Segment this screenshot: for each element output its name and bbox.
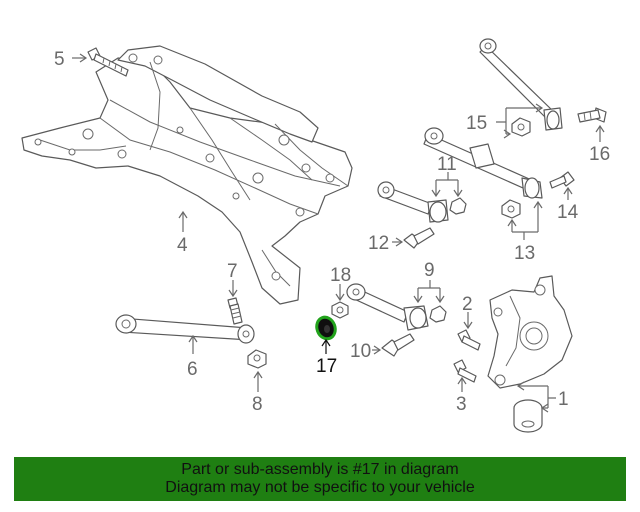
leader-lines — [72, 53, 605, 413]
bolt-2 — [457, 329, 481, 351]
parts-diagram: 1 2 3 4 5 6 7 8 9 10 11 12 13 14 15 16 1… — [21, 38, 610, 433]
callout-2: 2 — [462, 294, 473, 315]
callout-12: 12 — [368, 233, 389, 254]
knuckle — [487, 275, 573, 389]
callout-labels: 1 2 3 4 5 6 7 8 9 10 11 12 13 14 15 16 1… — [54, 49, 610, 415]
bushing-17-highlighted — [315, 315, 337, 341]
callout-10: 10 — [350, 341, 371, 362]
subframe-crossmember — [21, 45, 353, 305]
callout-9: 9 — [424, 260, 435, 281]
callout-15: 15 — [466, 113, 487, 134]
upper-link-11 — [377, 181, 467, 223]
callout-13: 13 — [514, 243, 535, 264]
callout-14: 14 — [557, 202, 579, 223]
callout-16: 16 — [589, 144, 610, 165]
bolt-7 — [227, 297, 243, 325]
bolt-3 — [453, 359, 477, 383]
nut-13 — [501, 199, 521, 219]
nut-8 — [247, 349, 267, 369]
nut-18 — [331, 301, 349, 319]
bolt-12 — [403, 227, 435, 249]
callout-4: 4 — [177, 235, 188, 256]
callout-6: 6 — [187, 359, 198, 380]
callout-17: 17 — [316, 356, 337, 377]
callout-3: 3 — [456, 394, 467, 415]
trailing-arm — [423, 127, 543, 199]
bolt-16 — [577, 107, 607, 123]
bushing-1 — [513, 399, 543, 433]
callout-18: 18 — [330, 265, 351, 286]
callout-7: 7 — [227, 261, 238, 282]
banner-line-2: Diagram may not be specific to your vehi… — [165, 479, 475, 496]
bolt-14 — [549, 171, 575, 189]
banner-line-1: Part or sub-assembly is #17 in diagram — [181, 461, 459, 478]
bolt-5 — [87, 47, 129, 77]
info-banner: Part or sub-assembly is #17 in diagram D… — [14, 457, 626, 501]
callout-5: 5 — [54, 49, 65, 70]
lateral-link-6 — [115, 314, 255, 344]
bolt-10 — [381, 333, 415, 357]
callout-1: 1 — [558, 389, 569, 410]
link-arm-9 — [346, 283, 447, 331]
callout-11: 11 — [437, 154, 457, 175]
upper-arm-15 — [479, 38, 563, 137]
callout-8: 8 — [252, 394, 263, 415]
